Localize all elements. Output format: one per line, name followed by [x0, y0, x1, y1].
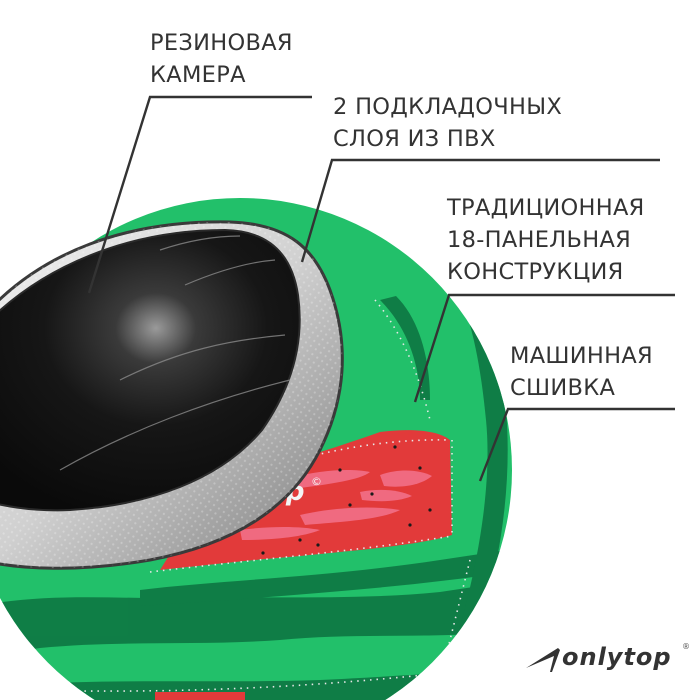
callout-line: КАМЕРА — [150, 62, 246, 88]
brand-name: onlytop — [562, 643, 672, 671]
leader-line-panel-construction — [413, 293, 675, 403]
bladder-seams — [59, 235, 291, 471]
callout-panel-construction: ТРАДИЦИОННАЯ 18-ПАНЕЛЬНАЯ КОНСТРУКЦИЯ — [447, 192, 645, 288]
brand-swoosh-icon — [526, 648, 560, 672]
brand-registered-mark: ® — [682, 642, 690, 651]
callout-pvc-layers: 2 ПОДКЛАДОЧНЫХ СЛОЯ ИЗ ПВХ — [333, 91, 562, 155]
callout-rubber-bladder: РЕЗИНОВАЯ КАМЕРА — [150, 27, 293, 91]
callout-line: 18-ПАНЕЛЬНАЯ — [447, 227, 632, 253]
callout-line: ТРАДИЦИОННАЯ — [447, 195, 645, 221]
ball-print-mark: © — [311, 475, 322, 488]
leader-line-pvc-layers — [300, 158, 660, 263]
callout-line: РЕЗИНОВАЯ — [150, 30, 293, 56]
callout-machine-stitching: МАШИННАЯ СШИВКА — [510, 340, 653, 404]
callout-line: СШИВКА — [510, 375, 616, 401]
stitching-seams — [0, 299, 471, 692]
leader-lines — [87, 95, 675, 482]
callout-line: 2 ПОДКЛАДОЧНЫХ — [333, 94, 563, 120]
callout-line: КОНСТРУКЦИЯ — [447, 259, 624, 285]
leader-line-rubber-bladder — [87, 95, 312, 294]
callout-line: МАШИННАЯ — [510, 343, 653, 369]
callout-line: СЛОЯ ИЗ ПВХ — [333, 126, 496, 152]
leader-line-machine-stitching — [478, 407, 675, 482]
brand-logo: onlytop ® — [524, 640, 694, 680]
rubber-bladder — [0, 228, 301, 512]
